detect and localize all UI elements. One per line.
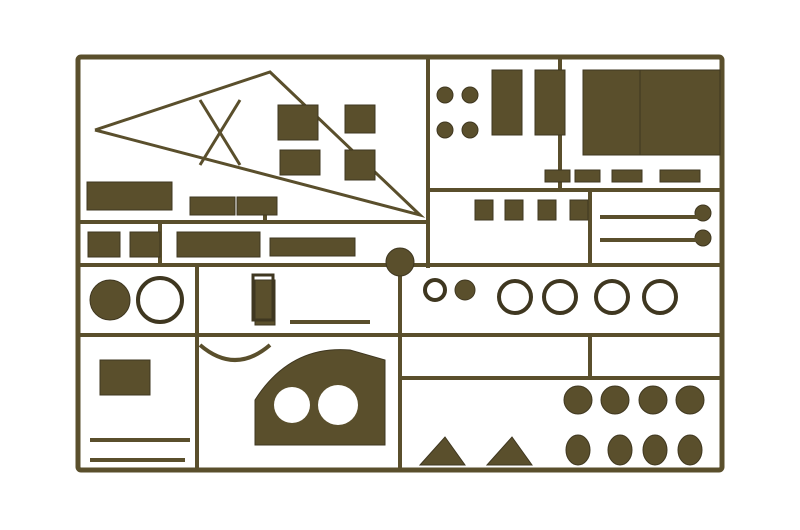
plate-part xyxy=(254,279,276,326)
plate-part xyxy=(87,231,121,258)
plate-part xyxy=(569,199,589,221)
wheel-part xyxy=(563,385,593,415)
plate-part xyxy=(99,359,151,396)
plate-part xyxy=(544,169,571,183)
plate-part xyxy=(534,69,566,136)
ring-part xyxy=(136,276,184,324)
plate-part xyxy=(277,104,319,141)
hull-opening xyxy=(274,387,310,423)
wheel-part xyxy=(385,247,415,277)
ring-part xyxy=(423,278,447,302)
bracket-part xyxy=(418,436,466,466)
plate-part xyxy=(189,196,236,216)
wheel-part xyxy=(461,86,479,104)
plate-part xyxy=(582,69,641,156)
plate-part xyxy=(344,104,376,134)
wheel-part xyxy=(675,385,705,415)
wheel-part xyxy=(454,279,476,301)
plate-part xyxy=(269,237,356,257)
ring-part xyxy=(497,279,533,315)
plate-part xyxy=(176,231,261,258)
curved-part xyxy=(198,343,272,362)
hull-opening xyxy=(318,385,358,425)
shield-part xyxy=(677,434,703,466)
shield-part xyxy=(565,434,591,466)
chassis-frame-part xyxy=(94,70,426,218)
bracket-part xyxy=(485,436,533,466)
wheel-part xyxy=(436,121,454,139)
shield-part xyxy=(607,434,633,466)
frame-brace xyxy=(198,99,242,166)
plate-part xyxy=(86,181,173,211)
plate-part xyxy=(659,169,701,183)
wheel-part xyxy=(89,279,131,321)
plate-part xyxy=(504,199,524,221)
plate-part xyxy=(574,169,601,183)
shield-part xyxy=(642,434,668,466)
ring-part xyxy=(642,279,678,315)
wheel-part xyxy=(436,86,454,104)
plate-part xyxy=(611,169,643,183)
plate-part xyxy=(537,199,557,221)
ring-part xyxy=(542,279,578,315)
plate-part xyxy=(639,69,721,156)
parts-group xyxy=(86,69,721,466)
plate-part xyxy=(236,196,278,216)
plate-part xyxy=(491,69,523,136)
plate-part xyxy=(344,149,376,181)
wheel-part xyxy=(461,121,479,139)
wheel-part xyxy=(638,385,668,415)
plate-part xyxy=(279,149,321,176)
ring-part xyxy=(594,279,630,315)
grille-part xyxy=(251,273,275,322)
plate-part xyxy=(129,231,161,258)
plate-part xyxy=(474,199,494,221)
wheel-part xyxy=(600,385,630,415)
